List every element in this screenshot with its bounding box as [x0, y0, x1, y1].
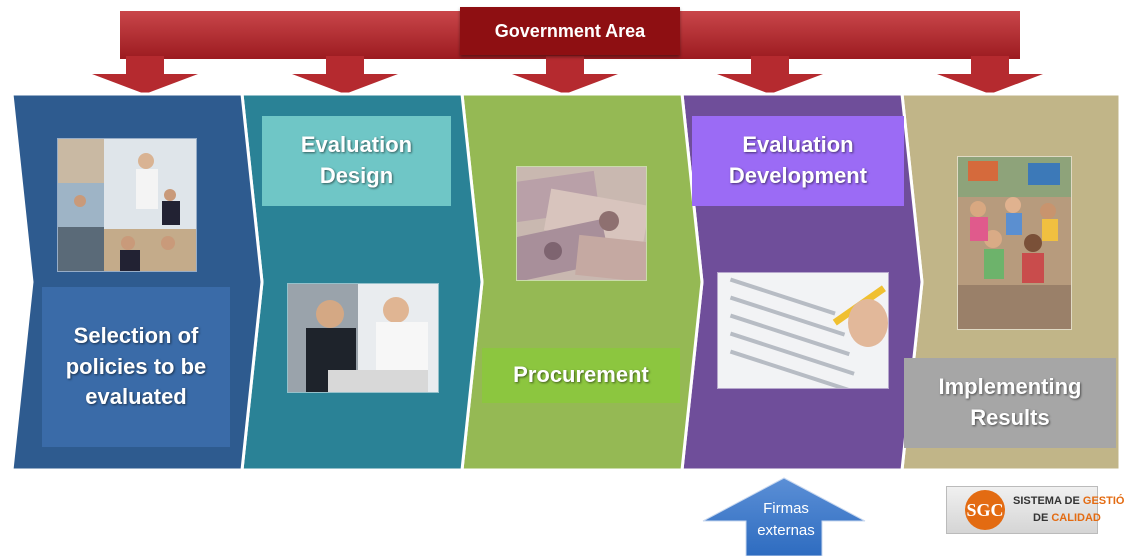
exam-sheet-photo-icon — [717, 272, 889, 389]
external-firms-arrow — [702, 477, 866, 556]
banner-arrow-1 — [92, 56, 198, 94]
banner-arrow-3 — [512, 56, 618, 94]
banknotes-photo-icon — [516, 166, 647, 281]
external-firms-label: Firmas externas — [757, 500, 815, 539]
colleagues-photo-icon — [287, 283, 439, 393]
stage-implementing-label: Implementing Results — [904, 358, 1116, 448]
stage-selection-label: Selection of policies to be evaluated — [42, 287, 230, 447]
sgc-logo: SGC SISTEMA DE GESTIÓN DE CALIDAD — [946, 486, 1124, 534]
sgc-logo-mark: SGC — [965, 490, 1005, 530]
stage-procurement-label: Procurement — [482, 348, 680, 403]
government-area-label: Government Area — [460, 7, 680, 55]
banner-arrows — [92, 56, 1043, 94]
stage-development-label: Evaluation Development — [692, 116, 904, 206]
meeting-photo-icon — [57, 138, 197, 272]
banner-arrow-5 — [937, 56, 1043, 94]
stage-procurement-chevron — [460, 92, 704, 472]
classroom-photo-icon — [957, 156, 1072, 330]
banner-arrow-2 — [292, 56, 398, 94]
banner-arrow-4 — [717, 56, 823, 94]
stage-design-label: Evaluation Design — [262, 116, 451, 206]
